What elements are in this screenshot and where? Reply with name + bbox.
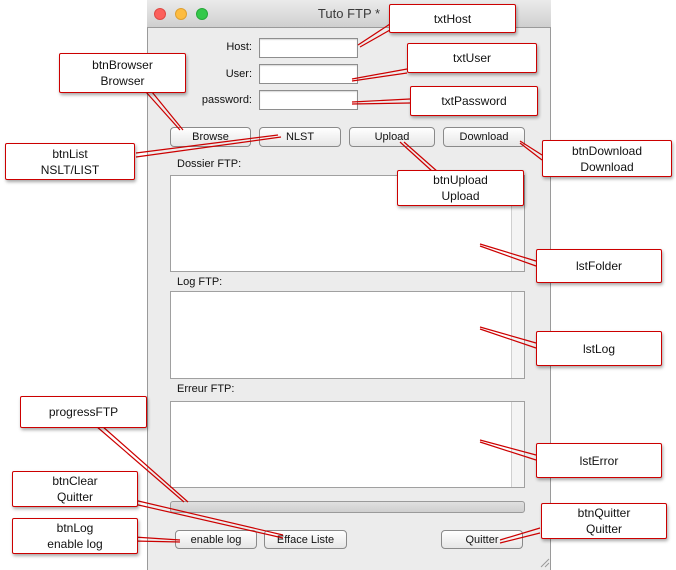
annotation-btnlist: btnList NSLT/LIST	[5, 143, 135, 180]
password-label: password:	[201, 94, 252, 106]
upload-button[interactable]: Upload	[349, 127, 435, 147]
annotation-lsterror: lstError	[536, 443, 662, 478]
annotation-line: progressFTP	[48, 405, 119, 419]
annotation-line: btnQuitter	[577, 506, 631, 520]
log-list[interactable]	[170, 291, 525, 379]
annotation-line: txtHost	[433, 11, 472, 26]
annotation-line: lstFolder	[575, 259, 622, 273]
user-input[interactable]	[259, 64, 358, 84]
progress-bar	[170, 501, 525, 513]
log-list-scrollbar[interactable]	[511, 292, 524, 378]
annotation-line: btnDownload	[571, 143, 643, 158]
annotation-line: Quitter	[56, 490, 93, 504]
window-title: Tuto FTP *	[317, 6, 381, 21]
annotation-lstfolder: lstFolder	[536, 249, 662, 283]
annotation-btnlog: btnLog enable log	[12, 518, 138, 554]
annotation-btnupload: btnUpload Upload	[397, 170, 524, 206]
annotation-line: Browser	[100, 74, 145, 88]
annotation-txtpassword: txtPassword	[410, 86, 538, 116]
error-list-scrollbar[interactable]	[511, 402, 524, 487]
annotation-line: enable log	[47, 537, 103, 551]
annotation-btnclear: btnClear Quitter	[12, 471, 138, 507]
annotation-line: Upload	[441, 189, 480, 203]
download-button[interactable]: Download	[443, 127, 525, 147]
annotation-line: btnBrowser	[92, 58, 153, 72]
error-label: Erreur FTP:	[177, 383, 235, 395]
annotation-line: btnClear	[52, 474, 98, 488]
annotation-line: lstLog	[582, 341, 616, 356]
close-window-button[interactable]	[154, 8, 166, 20]
password-input[interactable]	[259, 90, 358, 110]
annotation-txthost: txtHost	[389, 4, 516, 33]
enable-log-button[interactable]: enable log	[175, 530, 257, 549]
error-list[interactable]	[170, 401, 525, 488]
efface-liste-button[interactable]: Efface Liste	[264, 530, 347, 549]
annotation-line: Quitter	[585, 522, 622, 536]
annotation-txtuser: txtUser	[407, 43, 537, 73]
folder-label: Dossier FTP:	[177, 158, 242, 170]
annotation-progressftp: progressFTP	[20, 396, 147, 428]
annotation-line: txtUser	[452, 51, 491, 65]
host-input[interactable]	[259, 38, 358, 58]
nlst-button[interactable]: NLST	[259, 127, 341, 147]
annotation-line: btnList	[52, 146, 88, 161]
annotation-line: Download	[580, 159, 634, 174]
user-label: User:	[225, 68, 252, 80]
annotation-line: btnUpload	[433, 173, 488, 187]
minimize-window-button[interactable]	[175, 8, 187, 20]
annotation-btndownload: btnDownload Download	[542, 140, 672, 177]
annotation-line: lstError	[579, 453, 619, 468]
zoom-window-button[interactable]	[196, 8, 208, 20]
browse-button[interactable]: Browse	[170, 127, 251, 147]
annotation-btnquitter: btnQuitter Quitter	[541, 503, 667, 539]
annotation-line: btnLog	[56, 521, 94, 535]
quitter-button[interactable]: Quitter	[441, 530, 523, 549]
annotation-btnbrowser: btnBrowser Browser	[59, 53, 186, 93]
log-label: Log FTP:	[177, 276, 223, 288]
host-label: Host:	[226, 41, 252, 53]
annotation-lstlog: lstLog	[536, 331, 662, 366]
resize-grip-icon[interactable]	[538, 556, 550, 568]
annotation-line: txtPassword	[441, 94, 507, 108]
annotation-line: NSLT/LIST	[40, 162, 100, 177]
